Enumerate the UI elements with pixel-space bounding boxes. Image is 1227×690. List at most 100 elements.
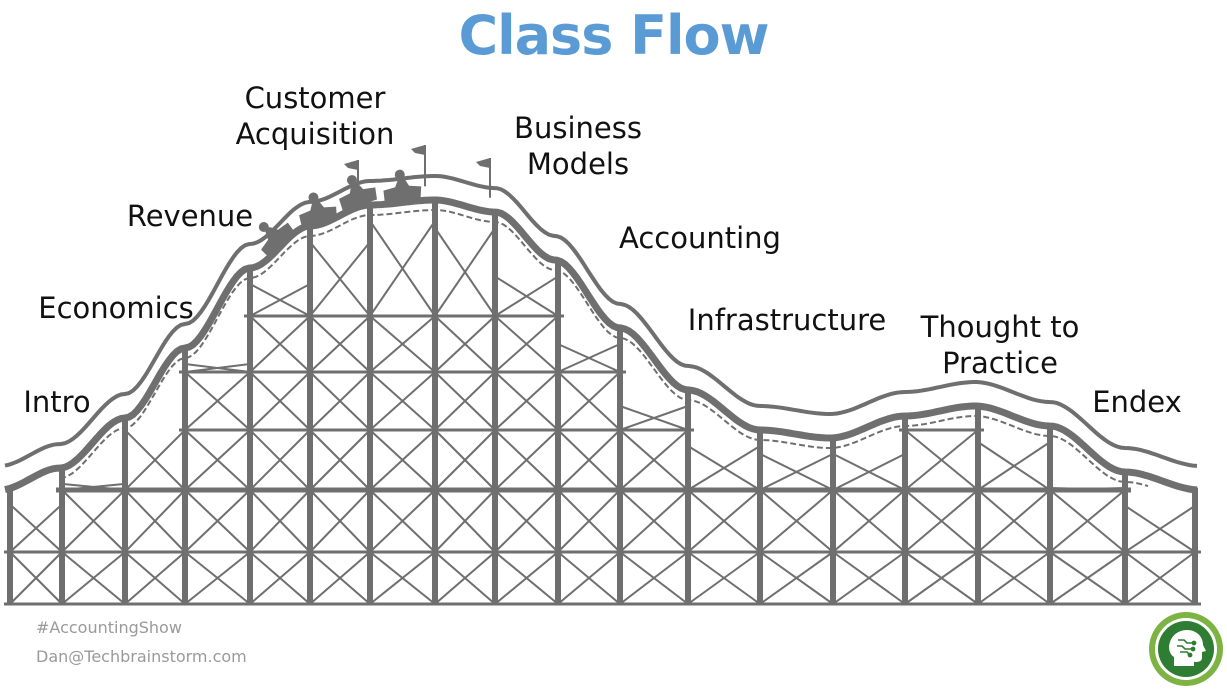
- stage-label-line: Models: [526, 147, 630, 181]
- stage-label-infrastructure: Infrastructure: [688, 302, 886, 338]
- coaster-brace: [619, 551, 689, 605]
- coaster-brace: [832, 453, 906, 491]
- coaster-brace: [904, 551, 979, 605]
- coaster-brace: [369, 429, 436, 491]
- coaster-brace: [1124, 551, 1196, 605]
- coaster-track: [4, 196, 1198, 494]
- coaster-brace: [619, 429, 689, 491]
- coaster-brace: [687, 445, 761, 491]
- stage-label-line: Thought to: [920, 310, 1080, 344]
- coaster-brace: [184, 429, 251, 491]
- stage-label-economics: Economics: [38, 290, 194, 326]
- coaster-brace: [309, 371, 371, 431]
- coaster-brace: [434, 551, 496, 605]
- coaster-brace: [309, 551, 371, 605]
- coaster-brace: [61, 551, 126, 605]
- coaster-car-body: [383, 178, 422, 203]
- coaster-brace: [434, 429, 496, 491]
- stage-label-endex: Endex: [1092, 384, 1182, 420]
- stage-label-line: Acquisition: [235, 117, 395, 151]
- stage-label-customer-acquisition: Customer Acquisition: [236, 80, 395, 152]
- coaster-brace: [759, 453, 834, 491]
- coaster-rider: [394, 169, 405, 180]
- stage-label-line: Practice: [942, 346, 1058, 380]
- stage-label-line: Revenue: [126, 199, 254, 233]
- coaster-brace: [1049, 489, 1126, 553]
- flag: [344, 160, 358, 170]
- coaster-car: [258, 222, 295, 259]
- coaster-car-body: [261, 222, 295, 259]
- footer-email: Dan@Techbrainstorm.com: [36, 647, 247, 666]
- stage-label-line: Accounting: [619, 221, 781, 255]
- coaster-brace: [61, 489, 126, 553]
- coaster-brace: [184, 551, 251, 605]
- coaster-brace: [9, 551, 63, 605]
- coaster-brace: [369, 551, 436, 605]
- coaster-brace: [309, 315, 371, 373]
- coaster-brace: [124, 489, 186, 553]
- coaster-brace: [557, 551, 621, 605]
- coaster-brace: [557, 371, 621, 431]
- coaster-brace: [977, 441, 1051, 491]
- coaster-brace: [369, 371, 436, 431]
- coaster-brace: [977, 489, 1051, 553]
- stage-label-line: Intro: [23, 385, 91, 419]
- coaster-brace: [249, 283, 311, 317]
- stage-label-line: Customer: [244, 81, 386, 115]
- coaster-brace: [904, 429, 979, 491]
- coaster-brace: [434, 227, 496, 317]
- flag: [411, 145, 425, 155]
- coaster-brace: [1124, 504, 1196, 553]
- coaster-brace: [832, 489, 906, 553]
- coaster-brace: [369, 489, 436, 553]
- footer-hashtag: #AccountingShow: [36, 618, 182, 637]
- coaster-brace: [184, 371, 251, 431]
- coaster-brace: [687, 489, 761, 553]
- coaster-brace: [494, 275, 559, 317]
- coaster-brace: [557, 429, 621, 491]
- coaster-brace: [434, 371, 496, 431]
- coaster-brace: [9, 503, 63, 553]
- coaster-car: [339, 175, 377, 211]
- coaster-upper-rail: [4, 174, 1198, 468]
- coaster-brace: [904, 489, 979, 553]
- stage-label-business-models: Business Models: [514, 110, 642, 182]
- brain-head-icon: [1149, 612, 1223, 686]
- stage-label-line: Business: [514, 111, 642, 145]
- coaster-car: [383, 169, 422, 203]
- coaster-brace: [619, 405, 689, 431]
- coaster-car-body: [339, 182, 377, 211]
- coaster-brace: [759, 551, 834, 605]
- stage-label-line: Endex: [1092, 385, 1182, 419]
- stage-label-revenue: Revenue: [127, 198, 253, 234]
- coaster-rider: [258, 222, 269, 233]
- stage-label-intro: Intro: [23, 384, 90, 420]
- coaster-brace: [494, 315, 559, 373]
- coaster-brace: [759, 489, 834, 553]
- coaster-car-body: [299, 200, 337, 227]
- coaster-brace: [124, 429, 186, 491]
- coaster-brace: [124, 551, 186, 605]
- stage-label-line: Infrastructure: [687, 303, 887, 337]
- slide-title: Class Flow: [458, 4, 769, 67]
- coaster-car: [299, 192, 337, 227]
- coaster-brace: [369, 220, 436, 317]
- coaster-brace: [249, 489, 311, 553]
- coaster-brace: [832, 551, 906, 605]
- stage-label-line: Economics: [38, 291, 194, 325]
- coaster-rider: [308, 192, 319, 203]
- coaster-brace: [557, 489, 621, 553]
- coaster-brace: [249, 371, 311, 431]
- coaster-brace: [557, 343, 621, 373]
- coaster-rider: [346, 175, 357, 186]
- coaster-brace: [309, 241, 371, 317]
- coaster-brace: [309, 429, 371, 491]
- flag: [476, 158, 490, 168]
- coaster-brace: [249, 551, 311, 605]
- coaster-brace: [249, 429, 311, 491]
- coaster-brace: [249, 315, 311, 373]
- coaster-brace: [977, 551, 1051, 605]
- coaster-brace: [309, 489, 371, 553]
- coaster-brace: [494, 489, 559, 553]
- stage-label-thought-to-practice: Thought to Practice: [921, 309, 1080, 381]
